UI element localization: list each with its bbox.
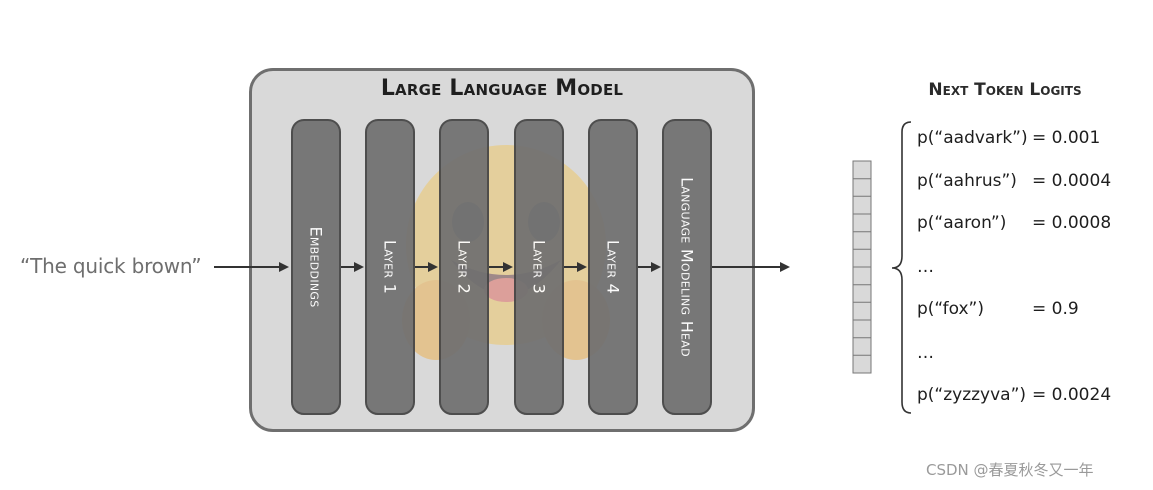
llm-title: Large Language Model [380,76,624,101]
logit-value: = 0.9 [1032,299,1079,319]
layer-2: Layer 2 [439,119,489,415]
logit-token: p(“aaron”) [917,213,1007,233]
layer-lm-head: Language Modeling Head [662,119,712,415]
logit-entry: p(“fox”) = 0.9 [917,299,1079,323]
logit-value: = 0.0008 [1032,213,1112,233]
logits-vector-icon [852,160,872,374]
logits-title: Next Token Logits [928,80,1082,100]
logit-entry: p(“aahrus”) = 0.0004 [917,171,1111,195]
logit-token: p(“zyzzyva”) [917,385,1027,405]
logit-token: … [917,343,934,363]
logit-value: = 0.0024 [1032,385,1112,405]
logit-entry-ellipsis: … [917,257,934,281]
curly-brace-icon [891,121,912,414]
logit-token: p(“aahrus”) [917,171,1017,191]
logit-value: = 0.001 [1032,128,1101,148]
logit-entry: p(“aaron”) = 0.0008 [917,213,1111,237]
layer-3: Layer 3 [514,119,564,415]
logit-token: p(“aadvark”) [917,128,1028,148]
logit-token: p(“fox”) [917,299,984,319]
input-prompt-text: “The quick brown” [20,254,202,278]
csdn-watermark: CSDN @春夏秋冬又一年 [926,461,1094,479]
logit-token: … [917,257,934,277]
logit-entry: p(“zyzzyva”) = 0.0024 [917,385,1111,409]
layer-embeddings: Embeddings [291,119,341,415]
layer-1: Layer 1 [365,119,415,415]
logit-entry-ellipsis: … [917,343,934,367]
logit-entry: p(“aadvark”) = 0.001 [917,128,1100,152]
layer-4: Layer 4 [588,119,638,415]
logit-value: = 0.0004 [1032,171,1112,191]
